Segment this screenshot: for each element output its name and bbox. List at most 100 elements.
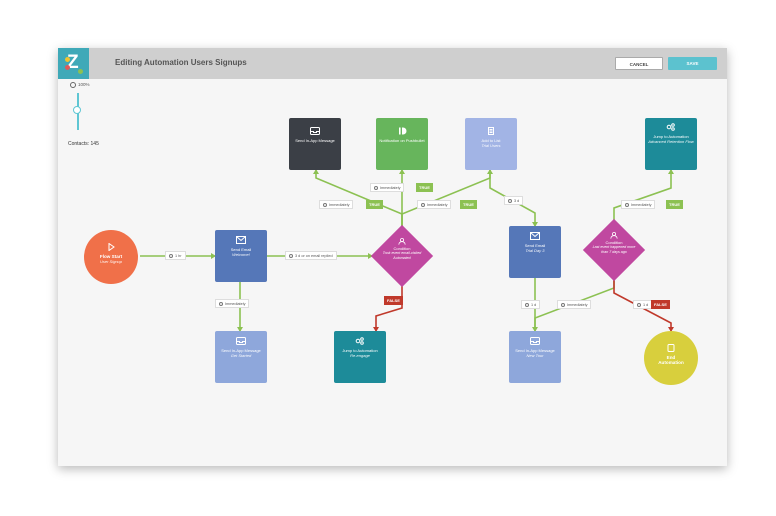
clock-icon [421, 203, 425, 207]
true-tag: TRUE [366, 200, 383, 209]
clock-icon [625, 203, 629, 207]
send-email-node-2[interactable]: Send Email Trial Day 3 [509, 226, 561, 278]
flow-start-node[interactable]: Flow Start User Signup [84, 230, 138, 284]
edge-label-text: Immediately [631, 203, 652, 207]
edge-label[interactable]: Immediately [215, 299, 250, 308]
zoom-label: 100% [78, 82, 90, 88]
condition-2-title: Condition [605, 240, 623, 245]
user-icon [398, 238, 406, 245]
jump-1-title: Jump to Automation [342, 348, 378, 353]
edge-label-text: Immediately [427, 203, 448, 207]
inbox-icon [310, 127, 320, 135]
pushbullet-icon [399, 127, 407, 135]
arrow-inappdark [313, 169, 319, 174]
edge-label[interactable]: Immediately [370, 183, 405, 192]
jump-to-automation-node-2[interactable]: Jump to Automation Advanced Retention Fl… [645, 118, 697, 170]
send-email-node-1[interactable]: Send Email Welcome! [215, 230, 267, 282]
condition-1-subtitle: Took event email-visited Automated [382, 251, 422, 260]
edge-label[interactable]: Immediately [557, 300, 592, 309]
play-icon [108, 243, 115, 251]
notification-title: Notification on Pushbullet [379, 138, 425, 143]
arrow-jump1 [373, 327, 379, 332]
condition-2-label: Condition Last event happened more than … [582, 232, 646, 254]
clock-icon [508, 199, 512, 203]
false-tag: FALSE [651, 300, 670, 309]
logo-letter: Z [67, 52, 79, 73]
edge-label-text: Immediately [225, 302, 246, 306]
jump-to-automation-node-1[interactable]: Jump to Automation Re-engage [334, 331, 386, 383]
true-tag: TRUE [666, 200, 683, 209]
clock-icon [323, 203, 327, 207]
arrow-list [487, 169, 493, 174]
app-logo[interactable]: Z [58, 48, 89, 79]
true-tag: TRUE [416, 183, 433, 192]
clock-icon [219, 302, 223, 306]
add-to-list-node[interactable]: Add to List Trial Users [465, 118, 517, 170]
edge-label[interactable]: 1 hr [165, 251, 186, 260]
flow-start-subtitle: User Signup [99, 259, 122, 264]
condition-1-title: Condition [393, 246, 411, 251]
arrow-email1 [211, 253, 216, 259]
flow-start-title: Flow Start [99, 254, 123, 259]
edge-label[interactable]: 1 d [633, 300, 653, 309]
logo-dot-red [65, 65, 70, 70]
edge-label[interactable]: Immediately [319, 200, 354, 209]
edge-label-text: 3 d [514, 199, 520, 203]
user-icon [610, 232, 618, 239]
edge-label-text: 1 d [531, 303, 537, 307]
arrow-notify [399, 169, 405, 174]
edge-label[interactable]: Immediately [417, 200, 452, 209]
send-email-1-subtitle: Welcome! [232, 252, 250, 257]
jump-2-title: Jump to Automation [653, 134, 689, 139]
arrow-email2 [532, 222, 538, 227]
contacts-count: Contacts: 145 [68, 141, 99, 147]
clock-icon [289, 254, 293, 258]
send-email-2-title: Send Email [524, 243, 546, 248]
automation-editor-window: Z Editing Automation Users Signups CANCE… [58, 48, 727, 466]
send-email-2-subtitle: Trial Day 3 [525, 248, 545, 253]
in-app-1-title: Send In-App Message [221, 348, 261, 353]
arrow-jump2 [668, 169, 674, 174]
wire-cond1-jump1 [375, 278, 403, 331]
edge-label-text: 1 hr [175, 254, 182, 258]
logo-dot-green [78, 69, 83, 74]
zoom-control: 100% [70, 82, 90, 88]
in-app-message-node-1[interactable]: Send In-App Message Get Started [215, 331, 267, 383]
in-app-message-node-dark[interactable]: Send In-App Message [289, 118, 341, 170]
edge-label-text: 1 d [643, 303, 649, 307]
save-button[interactable]: SAVE [668, 57, 717, 70]
clock-icon [637, 303, 641, 307]
jump-2-subtitle: Advanced Retention Flow [648, 139, 694, 144]
edge-label[interactable]: Immediately [621, 200, 656, 209]
mail-icon [236, 236, 246, 244]
mail-icon [530, 232, 540, 240]
arrow-inapp2 [532, 327, 538, 332]
true-tag: TRUE [460, 200, 477, 209]
arrow-cond1 [368, 253, 373, 259]
add-to-list-title: Add to List [481, 138, 501, 143]
edge-label-text: Immediately [567, 303, 588, 307]
clock-icon [525, 303, 529, 307]
cancel-button[interactable]: CANCEL [615, 57, 663, 70]
inbox-icon [530, 337, 540, 345]
in-app-message-node-2[interactable]: Send In-App Message New Tour [509, 331, 561, 383]
edge-label[interactable]: 3 d or on email replied [285, 251, 337, 260]
list-icon [488, 127, 494, 135]
zoom-slider-handle[interactable] [73, 106, 81, 114]
edge-label[interactable]: 1 d [521, 300, 541, 309]
condition-1-label: Condition Took event email-visited Autom… [370, 238, 434, 260]
add-to-list-subtitle: Trial Users [481, 143, 501, 148]
jump-1-subtitle: Re-engage [350, 353, 370, 358]
edge-label-text: 3 d or on email replied [295, 254, 333, 258]
end-automation-node[interactable]: End Automation [644, 331, 698, 385]
edge-label[interactable]: 3 d [504, 196, 524, 205]
edge-label-text: Immediately [329, 203, 350, 207]
edge-label-text: Immediately [380, 186, 401, 190]
in-app-2-subtitle: New Tour [526, 353, 544, 358]
stop-icon [667, 344, 675, 352]
clock-icon [561, 303, 565, 307]
clock-icon [374, 186, 378, 190]
jump-icon [666, 123, 675, 131]
notification-node[interactable]: Notification on Pushbullet [376, 118, 428, 170]
send-email-1-title: Send Email [230, 247, 252, 252]
